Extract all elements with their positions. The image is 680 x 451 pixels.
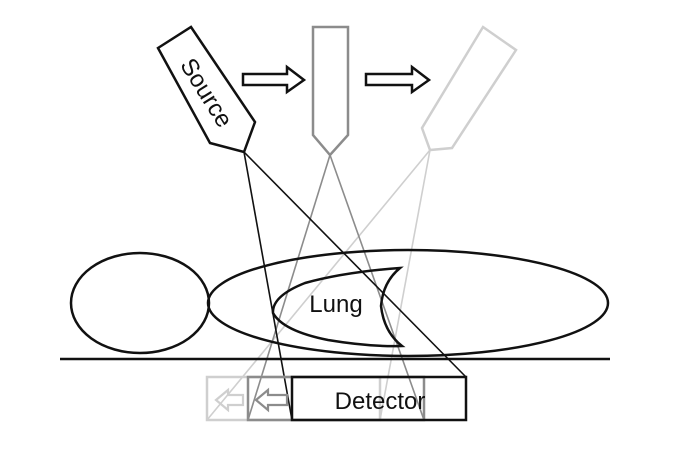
arrow-right-icon [364,64,432,95]
beam-lines-light [206,149,431,421]
detector [290,375,468,422]
arrow-left-icon [214,387,245,413]
arrow-left-icon [254,387,289,413]
detector-label: Detector [335,388,426,415]
lung-label: Lung [309,291,362,318]
beam-lines-mid [247,154,425,421]
source [156,25,257,154]
torso-shape [206,248,610,358]
arrow-right-icon [241,64,307,95]
lung-shape [271,266,406,348]
head-shape [69,251,211,355]
source-mid [311,25,350,157]
source-light [420,25,518,152]
beam-lines-dark [243,151,467,421]
